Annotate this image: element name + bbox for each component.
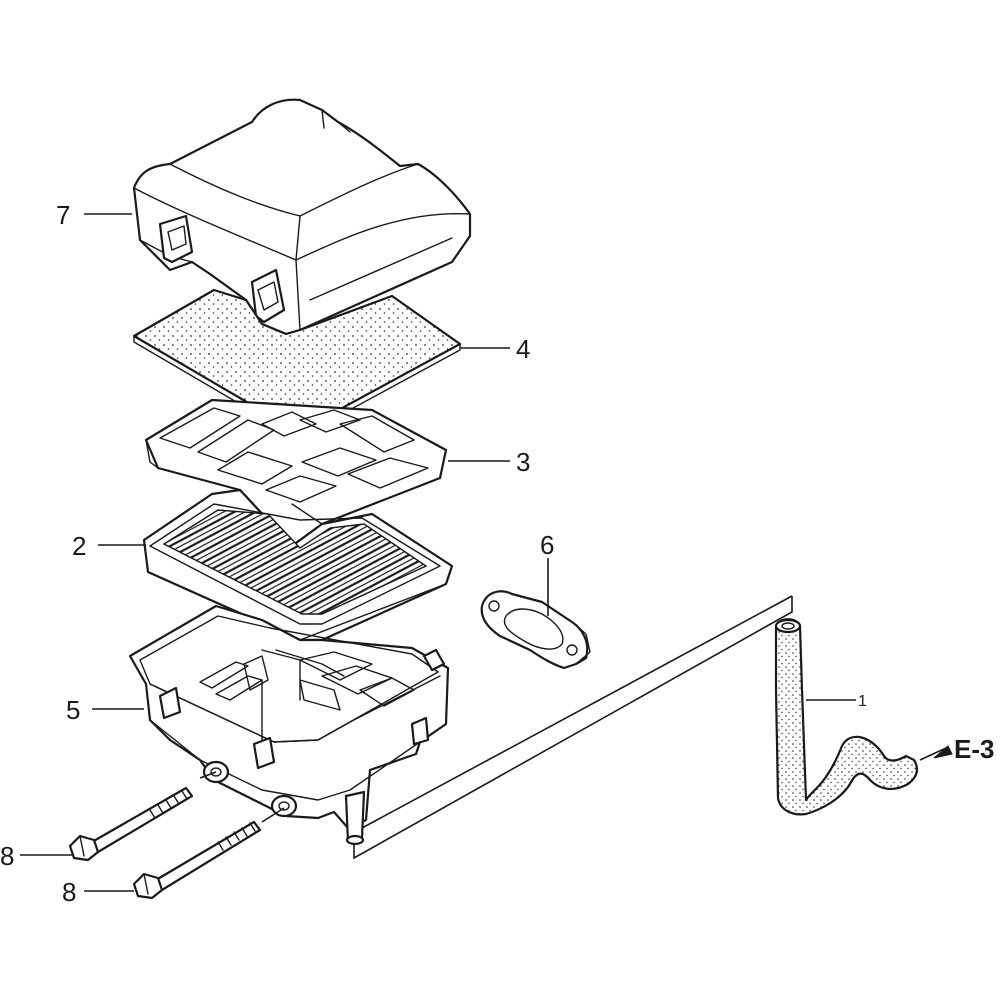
air-cleaner-cover xyxy=(132,98,472,336)
callout-lines xyxy=(20,213,947,892)
label-part-8-lower: 8 xyxy=(62,877,76,907)
air-cleaner-case xyxy=(128,604,450,846)
label-part-6: 6 xyxy=(540,530,554,560)
label-part-8-upper: 8 xyxy=(0,841,14,871)
label-part-2: 2 xyxy=(72,531,86,561)
label-part-3: 3 xyxy=(516,447,530,477)
breather-tube xyxy=(774,618,918,816)
label-part-5: 5 xyxy=(66,695,80,725)
paper-filter-element xyxy=(142,488,454,642)
flange-bolt-upper xyxy=(68,786,194,862)
gasket xyxy=(480,590,591,670)
flange-bolt-lower xyxy=(132,820,262,900)
filter-frame xyxy=(144,398,448,548)
label-part-4: 4 xyxy=(516,334,530,364)
reference-arrow-icon xyxy=(933,745,953,759)
label-reference-e3: E-3 xyxy=(954,734,994,764)
label-part-7: 7 xyxy=(56,200,70,230)
label-part-1: 1 xyxy=(858,693,867,710)
